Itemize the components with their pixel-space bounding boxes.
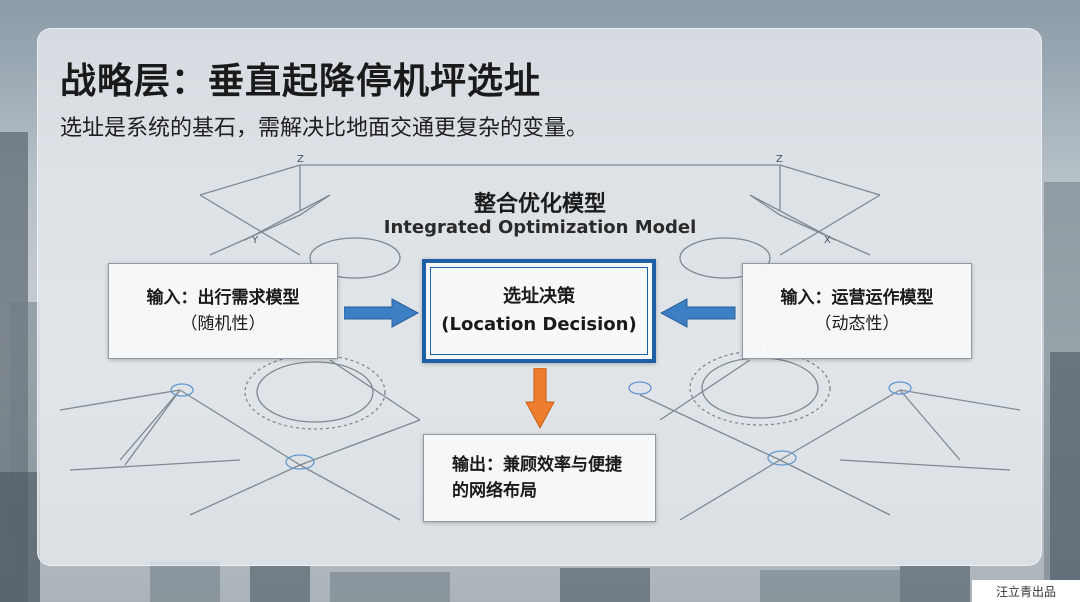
input-demand-box: 输入：出行需求模型 （随机性）	[108, 263, 338, 359]
arrow-right-icon	[344, 298, 420, 328]
axis-label-left-z: Z	[297, 154, 304, 165]
location-decision-sublabel: (Location Decision)	[441, 314, 637, 335]
output-network-label: 输出：兼顾效率与便捷	[452, 454, 622, 475]
arrow-left-icon	[660, 298, 736, 328]
arrow-down-icon	[525, 368, 555, 430]
location-decision-box: 选址决策 (Location Decision)	[422, 259, 656, 363]
model-title-en: Integrated Optimization Model	[383, 217, 697, 238]
credit-watermark: 汪立青出品	[972, 580, 1080, 602]
input-operations-box: 输入：运营运作模型 （动态性）	[742, 263, 972, 359]
output-network-sublabel: 的网络布局	[452, 481, 537, 501]
input-operations-label: 输入：运营运作模型	[780, 287, 934, 308]
location-decision-label: 选址决策	[503, 286, 575, 308]
axis-label-right-z: Z	[776, 154, 783, 165]
input-demand-sublabel: （随机性）	[180, 314, 266, 334]
axis-label-left-y: Y	[251, 235, 259, 246]
axis-label-right-x: X	[824, 235, 831, 246]
model-title-cn: 整合优化模型	[473, 192, 606, 217]
output-network-box: 输出：兼顾效率与便捷 的网络布局	[423, 434, 656, 522]
page-subtitle: 选址是系统的基石，需解决比地面交通更复杂的变量。	[60, 116, 589, 141]
input-operations-sublabel: （动态性）	[814, 314, 900, 334]
page-title: 战略层：垂直起降停机坪选址	[60, 61, 542, 102]
input-demand-label: 输入：出行需求模型	[146, 287, 300, 308]
